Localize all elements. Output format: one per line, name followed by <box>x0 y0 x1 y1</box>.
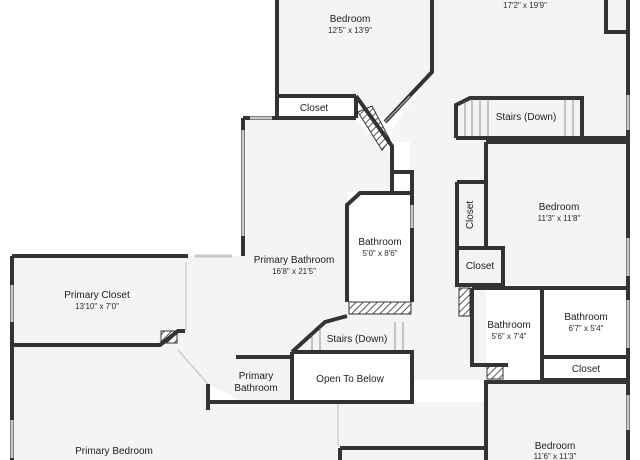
bathroom-right-b-dims: 6'7" x 5'4" <box>569 324 604 333</box>
bedroom-bottom-right-dims: 11'6" x 11'3" <box>534 452 577 460</box>
floor-fills <box>12 0 628 460</box>
bathroom-right-a-label: Bathroom <box>487 320 530 331</box>
openings <box>177 95 411 446</box>
bedroom-top-dims: 12'5" x 13'9" <box>328 26 372 35</box>
top-right-room-dims: 17'2" x 19'9" <box>503 1 547 10</box>
closet-top-label: Closet <box>300 103 329 114</box>
bedroom-bottom-right-label: Bedroom <box>535 441 576 452</box>
bathroom-right-a-dims: 5'6" x 7'4" <box>492 332 527 341</box>
stairs-down-top-label: Stairs (Down) <box>496 112 557 123</box>
bedroom-right-label: Bedroom <box>539 202 580 213</box>
open-to-below-label: Open To Below <box>316 374 384 385</box>
bathroom-middle-label: Bathroom <box>358 237 401 248</box>
bathroom-right-b-label: Bathroom <box>564 312 607 323</box>
primary-bathroom-main-dims: 16'8" x 21'5" <box>272 267 316 276</box>
walls <box>10 0 630 460</box>
primary-closet-label: Primary Closet <box>64 290 130 301</box>
primary-bedroom-label: Primary Bedroom <box>75 446 153 457</box>
stairs-down-bottom-label: Stairs (Down) <box>327 334 388 345</box>
bedroom-top-label: Bedroom <box>330 14 371 25</box>
windows <box>10 95 630 458</box>
hatched-areas <box>160 105 504 380</box>
bedroom-right-dims: 11'3" x 11'8" <box>538 214 581 223</box>
stair-treads <box>311 99 574 350</box>
primary-bathroom-main-label: Primary Bathroom <box>254 255 335 266</box>
primary-closet-dims: 13'10" x 7'0" <box>75 302 119 311</box>
primary-bathroom-small-label: Primary <box>239 371 273 382</box>
closet-vertical-label: Closet <box>465 201 476 230</box>
bathroom-middle-dims: 5'0" x 8'6" <box>363 249 398 258</box>
primary-bathroom-small-label-2: Bathroom <box>234 383 277 394</box>
closet-right-label: Closet <box>466 261 495 272</box>
closet-bottom-right-label: Closet <box>572 364 601 375</box>
